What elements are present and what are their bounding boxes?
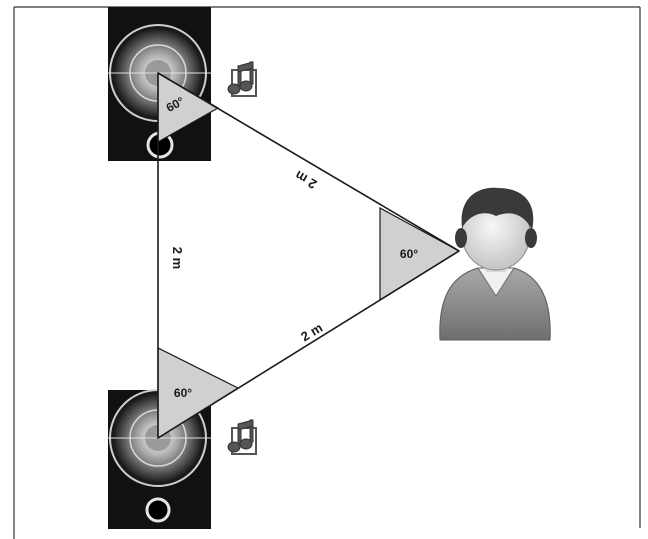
angle-wedge-listener: [379, 206, 461, 302]
music-note-bottom-icon: [227, 419, 257, 455]
music-note-top-icon: [227, 61, 257, 97]
distance-label-top: 2 m: [292, 168, 319, 192]
angle-label-bottom: 60°: [174, 386, 192, 400]
triangle-sides: [157, 72, 460, 439]
frame: [13, 6, 641, 539]
distance-label-left: 2 m: [170, 247, 185, 269]
distance-label-bottom: 2 m: [298, 320, 325, 344]
angle-label-listener: 60°: [400, 247, 418, 261]
listener-icon: [439, 187, 551, 341]
